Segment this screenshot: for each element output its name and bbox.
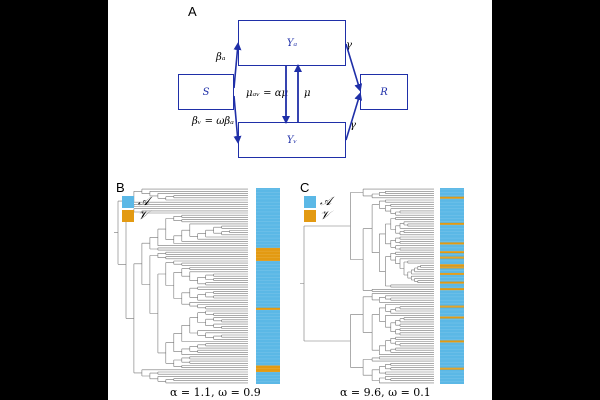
legend-c-v-swatch	[304, 210, 316, 222]
label-gamma-bottom: γ	[350, 120, 356, 131]
panel-c-strip-v-segment-9	[440, 288, 464, 291]
tree-c	[300, 188, 434, 384]
legend-b-v-swatch	[122, 210, 134, 222]
panel-c-strip-v-segment-7	[440, 272, 464, 275]
panel-c-strip-v-segment-12	[440, 340, 464, 343]
legend-b-a-swatch	[122, 196, 134, 208]
caption-c: α = 9.6, ω = 0.1	[340, 386, 431, 399]
panel-b-tree-branches	[114, 188, 248, 384]
tree-b	[114, 188, 248, 384]
diagram-svg	[114, 42, 464, 384]
legend-b-v-label: 𝒱	[138, 208, 148, 222]
node-s: S	[178, 74, 234, 110]
panel-c-tree-branches	[300, 188, 434, 384]
legend-c-v-label: 𝒱	[320, 208, 330, 222]
figure-canvas: A S Yₐ Yᵥ R βₐ βᵥ = ωβₐ μₐᵥ = αμ μ γ γ B…	[108, 0, 492, 400]
panel-b-strip-v-segment-2	[256, 365, 280, 373]
panel-c-strip-v-segment-3	[440, 251, 464, 254]
arrow-yv-r	[345, 92, 363, 141]
panel-c-strip-v-segment-1	[440, 222, 464, 225]
label-beta-v: βᵥ = ωβₐ	[192, 116, 234, 127]
panel-c-strip-v-segment-0	[440, 196, 464, 199]
label-gamma-top: γ	[346, 40, 352, 51]
node-ya: Yₐ	[238, 20, 346, 66]
strip-b	[256, 188, 280, 384]
panel-c-strip-v-segment-6	[440, 266, 464, 269]
legend-c-a-label: 𝒜	[320, 194, 332, 208]
arrow-s-yv	[233, 95, 242, 144]
panel-c-strip-v-segment-8	[440, 281, 464, 284]
panel-c-strip-v-segment-11	[440, 316, 464, 319]
panel-c-strip-v-segment-2	[440, 242, 464, 245]
panel-c-strip-v-segment-13	[440, 367, 464, 370]
arrow-ya-r	[345, 43, 363, 92]
caption-b: α = 1.1, ω = 0.9	[170, 386, 261, 399]
label-beta-a: βₐ	[216, 52, 226, 63]
panel-c-letter: C	[300, 180, 310, 195]
panel-c-strip-v-segment-10	[440, 305, 464, 308]
panel-c-strip-v-segment-5	[440, 264, 464, 267]
legend-b-a-label: 𝒜	[138, 194, 150, 208]
panel-b-letter: B	[116, 180, 125, 195]
label-mu-av: μₐᵥ = αμ	[246, 88, 288, 99]
strip-c	[440, 188, 464, 384]
panel-a-letter: A	[188, 4, 197, 19]
arrow-s-ya	[233, 42, 242, 89]
panel-b-strip-background	[256, 188, 280, 384]
panel-b-strip-v-segment-0	[256, 247, 280, 261]
panel-c-strip-v-segment-4	[440, 256, 464, 259]
legend-c-a-swatch	[304, 196, 316, 208]
label-mu: μ	[304, 88, 311, 99]
panel-b-strip-v-segment-1	[256, 307, 280, 310]
node-r: R	[360, 74, 408, 110]
panel-c-strip-background	[440, 188, 464, 384]
